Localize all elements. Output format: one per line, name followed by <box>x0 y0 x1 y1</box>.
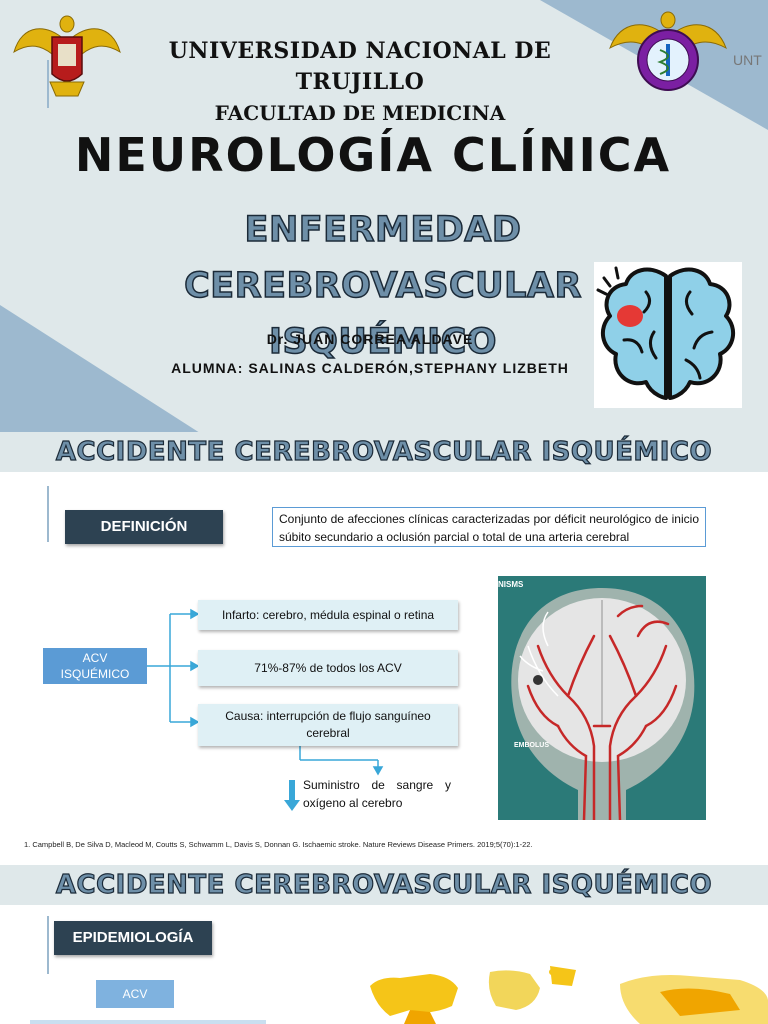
acv-isquemico-box: ACV ISQUÉMICO <box>43 648 147 684</box>
next-box-top <box>30 1020 266 1024</box>
section-banner: ACCIDENTE CEREBROVASCULAR ISQUÉMICO <box>0 432 768 472</box>
university-crest-icon <box>12 12 122 106</box>
brain-arteries-illustration: NISMS EMBOLUS <box>498 576 706 820</box>
acv-label: ACV <box>82 651 108 665</box>
banner-title: ACCIDENTE CEREBROVASCULAR ISQUÉMICO <box>55 436 713 467</box>
section-banner-2: ACCIDENTE CEREBROVASCULAR ISQUÉMICO <box>0 865 768 905</box>
image-label-top: NISMS <box>498 580 524 589</box>
world-map <box>340 966 768 1024</box>
definition-label: DEFINICIÓN <box>65 510 223 544</box>
university-name: UNIVERSIDAD NACIONAL DE TRUJILLO <box>168 38 552 95</box>
page-subtitle: ENFERMEDAD CEREBROVASCULAR ISQUÉMICO <box>60 202 706 370</box>
subtitle-line-1: ENFERMEDAD CEREBROVASCULAR <box>183 209 582 307</box>
student-name: ALUMNA: SALINAS CALDERÓN,STEPHANY LIZBET… <box>171 360 569 376</box>
branch-percentage: 71%-87% de todos los ACV <box>198 650 458 686</box>
branch-infarct: Infarto: cerebro, médula espinal o retin… <box>198 600 458 630</box>
accent-line <box>47 60 49 108</box>
acv-small-box: ACV <box>96 980 174 1008</box>
epidemiology-label: EPIDEMIOLOGÍA <box>54 921 212 955</box>
page-title: NEUROLOGÍA CLÍNICA <box>74 128 672 182</box>
unt-logo: UNT <box>733 52 762 68</box>
medicine-faculty-crest-icon <box>608 10 728 102</box>
title-slide: UNIVERSIDAD NACIONAL DE TRUJILLO FACULTA… <box>0 0 768 432</box>
accent-line <box>47 916 49 974</box>
doctor-name: Dr. JUAN CORREA ALDAVE <box>266 331 474 347</box>
accent-line <box>47 486 49 542</box>
decorative-triangle-left <box>0 305 200 432</box>
supply-text: Suministro de sangre y oxígeno al cerebr… <box>303 778 451 810</box>
authors: Dr. JUAN CORREA ALDAVE ALUMNA: SALINAS C… <box>160 325 580 383</box>
branch-cause: Causa: interrupción de flujo sanguíneo c… <box>198 704 458 746</box>
down-arrow-icon <box>284 780 300 816</box>
isquemico-label: ISQUÉMICO <box>60 667 130 681</box>
faculty-name: FACULTAD DE MEDICINA <box>214 101 506 125</box>
embolus-label: EMBOLUS <box>514 742 549 749</box>
subtitle-line-2: ISQUÉMICO <box>268 321 498 363</box>
reference-text: 1. Campbell B, De Silva D, Macleod M, Co… <box>24 840 533 849</box>
definition-text: Conjunto de afecciones clínicas caracter… <box>272 507 706 547</box>
university-header: UNIVERSIDAD NACIONAL DE TRUJILLO FACULTA… <box>120 36 600 129</box>
banner-title-2: ACCIDENTE CEREBROVASCULAR ISQUÉMICO <box>55 869 713 900</box>
brain-icon <box>594 262 742 408</box>
